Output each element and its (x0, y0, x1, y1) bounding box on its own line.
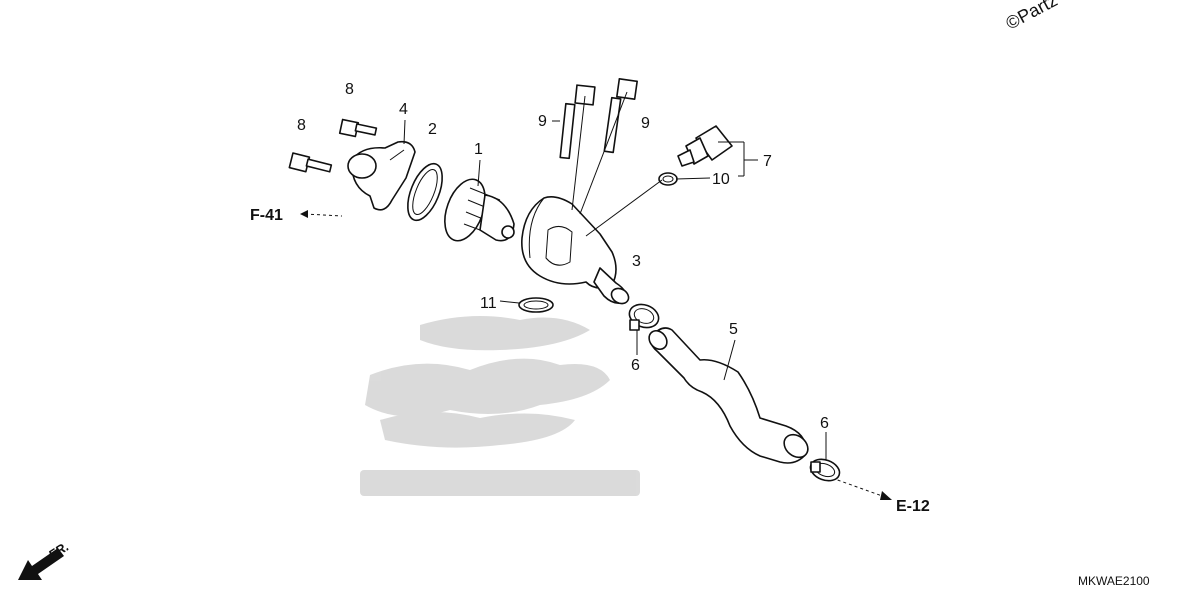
watermark (360, 316, 640, 496)
hose-clamp-6-upper[interactable] (626, 301, 662, 332)
callout-6-lower: 6 (820, 415, 829, 432)
flange-bolt-9-right[interactable] (603, 78, 638, 154)
reference-e12[interactable]: E-12 (896, 498, 930, 515)
flange-bolt-9-left[interactable] (559, 84, 596, 160)
leader-lines (403, 91, 827, 460)
reference-e12-arrow (831, 477, 886, 498)
diagram-code: MKWAE2100 (1078, 574, 1150, 588)
callout-4: 4 (399, 101, 408, 118)
bolt-8-lower[interactable] (288, 152, 333, 173)
water-hose-5[interactable] (645, 327, 812, 464)
copyright-text: ©Partz (1002, 0, 1060, 34)
callout-8-upper: 8 (345, 81, 354, 98)
reference-f41-arrow (304, 213, 343, 217)
hose-clamp-6-lower[interactable] (807, 455, 842, 484)
callout-9-right: 9 (641, 115, 650, 132)
callout-8-lower: 8 (297, 117, 306, 134)
callout-5: 5 (729, 321, 738, 338)
front-arrow-icon (18, 548, 64, 580)
callout-7: 7 (763, 153, 772, 170)
reference-f41[interactable]: F-41 (250, 207, 283, 224)
thermostat-housing-3[interactable] (521, 196, 631, 307)
bolt-8-upper[interactable] (338, 118, 378, 138)
reference-f41-arrowhead (300, 210, 308, 218)
callout-6-upper: 6 (631, 357, 640, 374)
washer-10[interactable] (658, 172, 678, 186)
o-ring-11[interactable] (518, 297, 554, 313)
callout-10: 10 (712, 171, 730, 188)
callout-2: 2 (428, 121, 437, 138)
callout-9-left: 9 (538, 113, 547, 130)
reference-e12-arrowhead (880, 491, 892, 500)
thermostat-1[interactable] (437, 174, 515, 246)
callout-1: 1 (474, 141, 483, 158)
temperature-sensor-7[interactable] (677, 125, 733, 167)
callout-3: 3 (632, 253, 641, 270)
o-ring-2[interactable] (401, 159, 449, 225)
callout-11: 11 (480, 295, 497, 312)
thermostat-cover-4[interactable] (347, 140, 416, 211)
